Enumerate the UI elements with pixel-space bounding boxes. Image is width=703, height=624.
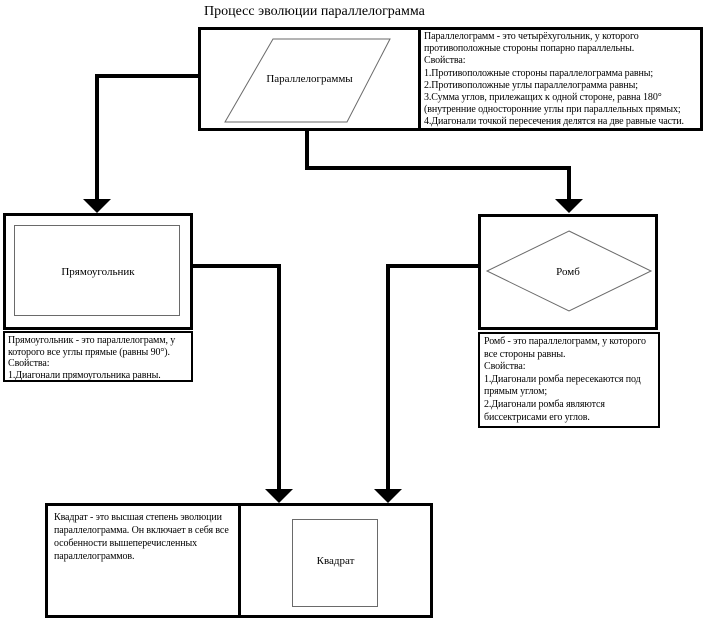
- square-shape: [292, 519, 378, 607]
- square-node: Квадрат - это высшая степень эволюции па…: [45, 503, 433, 618]
- edge-parallelogram-rhombus: [305, 131, 571, 200]
- parallelogram-label: Параллелограммы: [266, 73, 353, 85]
- rhombus-label: Ромб: [556, 266, 580, 278]
- rectangle-node: Прямоугольник: [3, 213, 193, 330]
- parallelogram-node: Параллелограммы Параллелограмм - это чет…: [198, 27, 703, 131]
- arrowhead-rectangle-icon: [83, 199, 111, 213]
- parallelogram-shape-cell: Параллелограммы: [201, 30, 421, 128]
- parallelogram-description: Параллелограмм - это четырёхугольник, у …: [424, 31, 684, 128]
- rhombus-description: Ромб - это параллелограмм, у которого вс…: [478, 332, 660, 428]
- rectangle-description: Прямоугольник - это параллелограмм, у ко…: [3, 331, 193, 382]
- rectangle-shape: [14, 225, 180, 316]
- page-title: Процесс эволюции параллелограмма: [204, 4, 425, 19]
- square-description: Квадрат - это высшая степень эволюции па…: [48, 506, 241, 615]
- arrowhead-square-right-icon: [374, 489, 402, 503]
- arrowhead-rhombus-icon: [555, 199, 583, 213]
- arrowhead-square-left-icon: [265, 489, 293, 503]
- square-shape-cell: Квадрат: [241, 506, 430, 615]
- edge-rectangle-square: [193, 264, 281, 490]
- edge-parallelogram-rectangle: [95, 74, 199, 200]
- edge-rhombus-square: [386, 264, 478, 490]
- rhombus-node: Ромб: [478, 214, 658, 330]
